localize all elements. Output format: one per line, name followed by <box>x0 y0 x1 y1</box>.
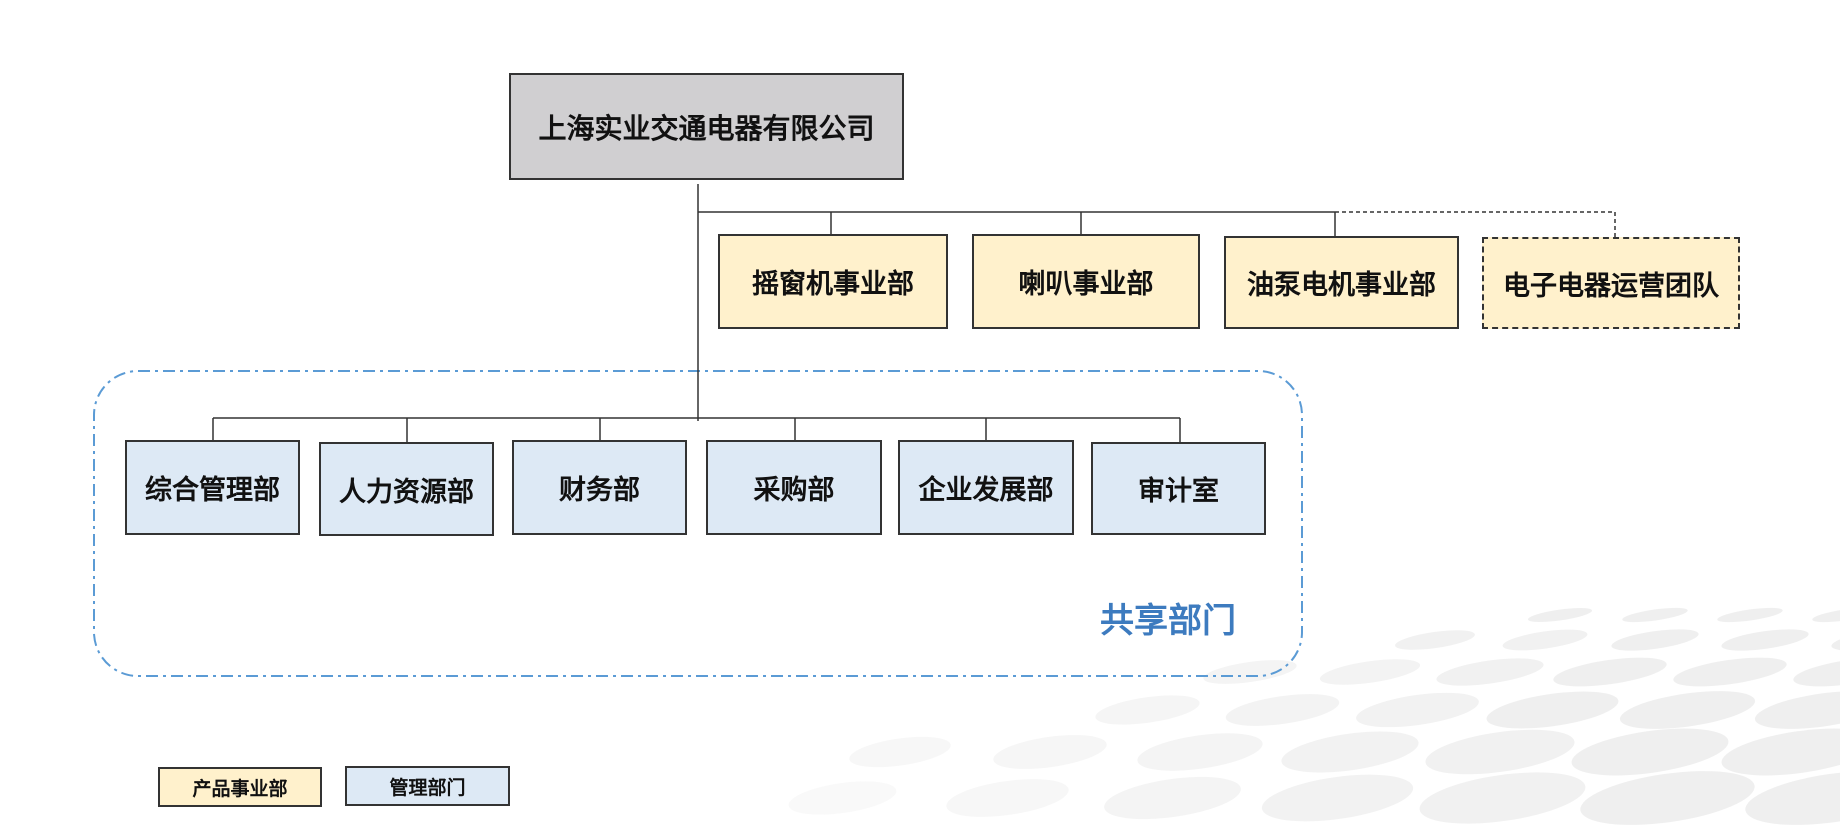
background-dot <box>1502 629 1588 651</box>
background-dot <box>1203 660 1297 684</box>
background-dot <box>1395 630 1475 650</box>
background-dot <box>1754 691 1840 729</box>
department-node: 采购部 <box>706 440 882 535</box>
background-dot <box>1622 607 1688 623</box>
background-dot <box>1095 695 1200 725</box>
background-dot <box>946 779 1069 817</box>
department-node: 审计室 <box>1091 442 1266 535</box>
background-dot <box>1580 771 1755 825</box>
background-dot <box>1717 607 1783 623</box>
background-dot <box>1425 729 1575 775</box>
product-unit-node: 摇窗机事业部 <box>718 234 948 329</box>
background-dot <box>1486 691 1619 729</box>
background-dot <box>1225 694 1340 726</box>
background-dot <box>1745 771 1840 825</box>
background-dot <box>788 781 897 815</box>
background-dot <box>849 736 951 768</box>
background-dot <box>993 735 1107 769</box>
background-dot <box>1721 728 1840 776</box>
background-dot <box>1104 776 1241 820</box>
background-dot <box>1261 774 1414 822</box>
background-dot <box>1611 629 1699 651</box>
background-dot <box>1571 728 1729 776</box>
background-dot <box>1553 657 1667 687</box>
background-dot <box>1619 691 1756 729</box>
background-dot <box>1319 659 1421 685</box>
background-dot <box>1436 658 1544 686</box>
root-company-node: 上海实业交通电器有限公司 <box>509 73 904 180</box>
background-dot <box>1721 629 1809 651</box>
department-node: 财务部 <box>512 440 687 535</box>
department-node: 企业发展部 <box>898 440 1074 535</box>
department-node: 人力资源部 <box>319 442 494 536</box>
background-dot <box>1673 657 1787 687</box>
background-dot <box>1419 772 1586 824</box>
background-dot <box>1281 731 1419 773</box>
legend-item-product-unit: 产品事业部 <box>158 767 322 807</box>
background-dot <box>1137 733 1263 771</box>
product-unit-node: 喇叭事业部 <box>972 234 1200 329</box>
product-unit-node: 油泵电机事业部 <box>1224 236 1459 329</box>
background-dot <box>1793 657 1840 687</box>
background-dot <box>1356 692 1479 728</box>
legend-item-management: 管理部门 <box>345 766 510 806</box>
background-dot <box>1812 607 1840 623</box>
background-dot <box>1527 608 1593 622</box>
department-node: 综合管理部 <box>125 440 300 535</box>
product-unit-node-dashed: 电子电器运营团队 <box>1482 237 1740 329</box>
shared-group-title: 共享部门 <box>1100 600 1236 641</box>
